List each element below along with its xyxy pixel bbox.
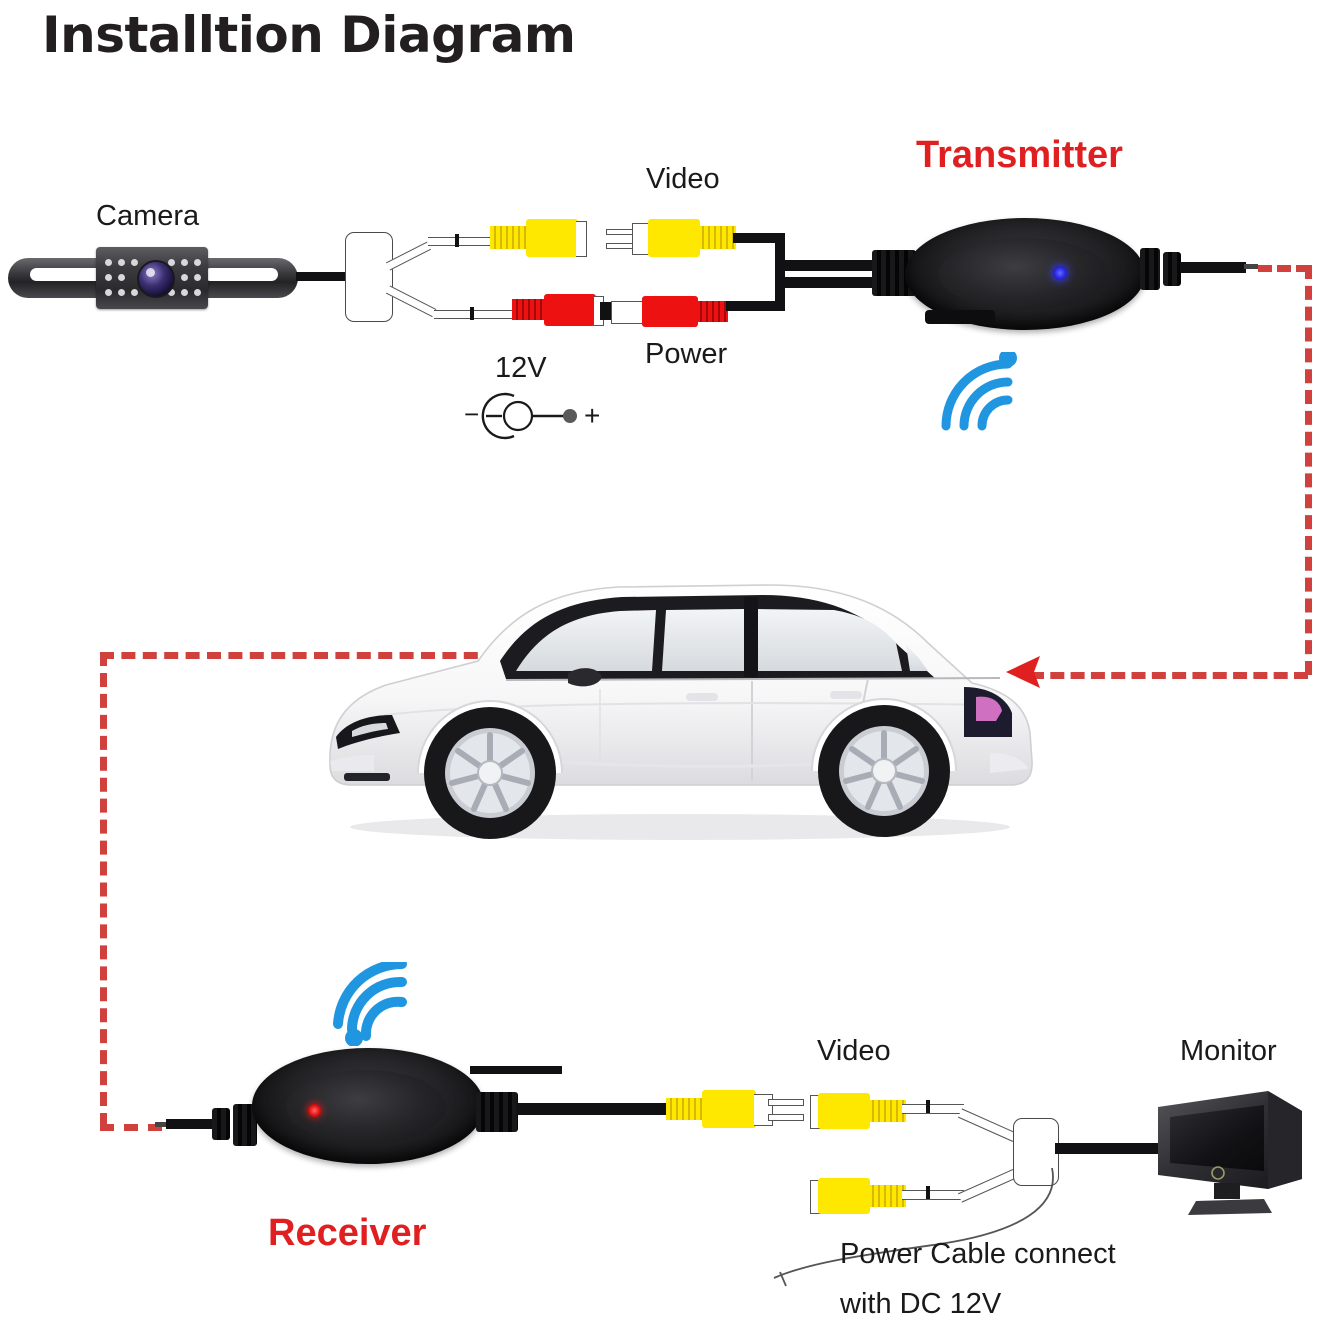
route-dash-left-vertical	[100, 652, 107, 1127]
video-branch-wire	[428, 237, 492, 246]
power-cable-caption-line1: Power Cable connect	[840, 1238, 1116, 1270]
camera-ir-led	[131, 259, 138, 266]
wire-marker	[926, 1100, 930, 1113]
transmitter-feed-cable	[733, 233, 785, 243]
polarity-symbol: − +	[462, 392, 612, 445]
wifi-signal-icon-transmitter	[930, 352, 1026, 432]
camera-ir-led	[181, 274, 188, 281]
svg-text:+: +	[584, 400, 600, 431]
camera-ir-led	[105, 259, 112, 266]
camera-body	[96, 247, 208, 309]
receiver-led-indicator-icon	[308, 1104, 321, 1117]
transmitter-top-face	[939, 238, 1109, 310]
camera-cable-junction-box	[345, 232, 393, 322]
camera-ir-led	[181, 289, 188, 296]
transmitter-antenna	[1180, 262, 1246, 273]
wire-marker	[455, 234, 459, 247]
camera-ir-led	[168, 259, 175, 266]
camera-ir-led	[118, 289, 125, 296]
transmitter-feed-cable	[783, 260, 888, 271]
camera-ir-led	[194, 259, 201, 266]
wire-marker	[926, 1186, 930, 1199]
transmitter-label: Transmitter	[916, 134, 1123, 176]
transmitter-strain-relief-right	[1140, 248, 1160, 290]
video-label-bottom: Video	[817, 1035, 891, 1067]
transmitter-device	[905, 218, 1145, 330]
video-label-top: Video	[646, 163, 720, 195]
camera-ir-led	[118, 274, 125, 281]
receiver-video-cable	[516, 1103, 672, 1115]
camera-ir-led	[105, 289, 112, 296]
monitor-cable-junction-box	[1013, 1118, 1059, 1186]
camera-ir-led	[131, 289, 138, 296]
route-dash-top-right	[1258, 265, 1310, 272]
power-branch-wire	[385, 285, 437, 318]
transmitter-feed-cable	[783, 277, 888, 288]
voltage-label: 12V	[495, 352, 547, 384]
monitor-power-cable	[1055, 1143, 1165, 1154]
transmitter-foot	[925, 310, 995, 324]
vehicle-illustration	[300, 565, 1060, 870]
receiver-antenna	[166, 1119, 216, 1129]
receiver-device	[252, 1048, 484, 1164]
camera-ir-led	[194, 274, 201, 281]
monitor-label: Monitor	[1180, 1035, 1277, 1067]
monitor-video-wire-lower	[902, 1190, 964, 1200]
camera-ir-led	[181, 259, 188, 266]
receiver-label: Receiver	[268, 1212, 427, 1254]
camera-label: Camera	[96, 200, 200, 232]
camera-ir-led	[194, 289, 201, 296]
route-dash-from-car-front	[100, 652, 542, 659]
transmitter-feed-cable	[775, 233, 785, 311]
route-dash-to-car-rear	[1030, 672, 1308, 679]
receiver-connector-ring	[212, 1108, 230, 1140]
red-arrow-left-icon	[1004, 652, 1044, 697]
transmitter-connector-ring	[1163, 252, 1181, 286]
monitor-video-wire-upper	[957, 1108, 1017, 1142]
receiver-stub-antenna	[470, 1066, 562, 1074]
transmitter-feed-cable	[726, 301, 785, 311]
monitor-device	[1152, 1083, 1312, 1228]
camera-bracket-slot-right	[204, 268, 278, 281]
monitor-video-wire-upper	[902, 1104, 964, 1114]
transmitter-antenna-tip	[1244, 264, 1258, 269]
dc-power-cable	[760, 1160, 1060, 1295]
power-label: Power	[645, 338, 728, 370]
camera-cable	[296, 272, 348, 281]
svg-text:−: −	[464, 399, 479, 429]
camera-ir-led	[105, 274, 112, 281]
route-dash-to-receiver	[100, 1124, 162, 1131]
power-cable-caption-line2: with DC 12V	[840, 1288, 1002, 1320]
camera-lens-icon	[137, 260, 175, 298]
receiver-strain-relief-right	[476, 1092, 518, 1132]
transmitter-led-indicator-icon	[1053, 266, 1067, 280]
camera-ir-led	[168, 289, 175, 296]
camera-ir-led	[118, 259, 125, 266]
page-title: Installtion Diagram	[42, 6, 576, 64]
route-dash-right-vertical	[1305, 265, 1312, 675]
wire-marker	[470, 307, 474, 320]
wifi-signal-icon-receiver	[330, 962, 430, 1046]
receiver-antenna-tip	[155, 1122, 169, 1127]
camera-bracket-slot-left	[30, 268, 104, 281]
